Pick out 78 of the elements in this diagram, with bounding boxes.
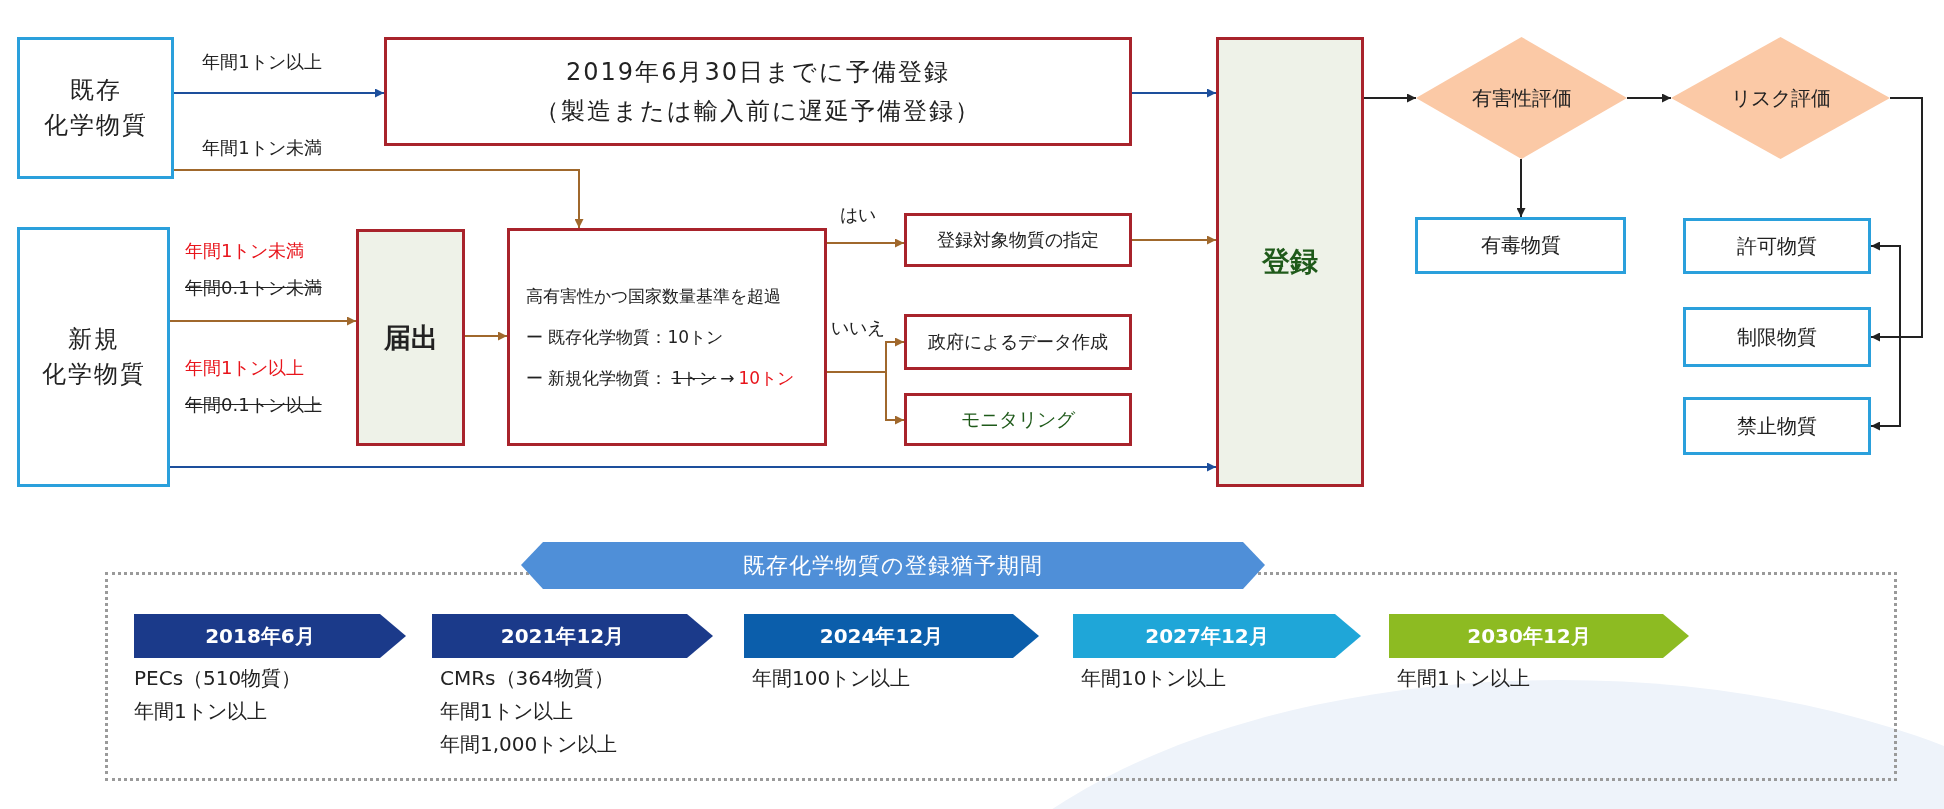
criteria-text: → <box>720 367 735 388</box>
arrow <box>1870 97 1923 431</box>
threshold-text: 年間1トン以上 <box>1397 665 1530 692</box>
process-box <box>904 213 1132 267</box>
criteria-text: 10トン <box>738 366 795 390</box>
arrow <box>173 88 385 98</box>
date-label: 2018年6月 <box>205 622 315 650</box>
date-label: 2027年12月 <box>1145 622 1269 650</box>
date-banner <box>1389 614 1689 658</box>
box-label: （製造または輸入前に遅延予備登録） <box>535 95 981 127</box>
arrow <box>173 169 584 229</box>
threshold-label: 年間1トン以上 <box>184 358 306 378</box>
process-box <box>904 393 1132 446</box>
box-label: 2019年6月30日までに予備登録 <box>566 57 950 89</box>
date-banner <box>1073 614 1361 658</box>
process-box <box>356 229 465 446</box>
box-label: 許可物質 <box>1737 232 1817 260</box>
edge-label: 年間1トン以上 <box>200 52 324 72</box>
diamond-label: リスク評価 <box>1730 84 1831 112</box>
box-label: 化学物質 <box>41 359 146 390</box>
date-banner <box>744 614 1039 658</box>
arrow <box>169 316 357 326</box>
box-label: 化学物質 <box>43 110 148 141</box>
diamond-label: 有害性評価 <box>1471 84 1572 112</box>
date-label: 2030年12月 <box>1467 622 1591 650</box>
criteria-text: 高有害性かつ国家数量基準を超過 <box>526 284 781 308</box>
box-label: 禁止物質 <box>1737 412 1817 440</box>
substance-box <box>1683 307 1871 367</box>
date-label: 2024年12月 <box>819 622 944 650</box>
threshold-text: 年間1,000トン以上 <box>440 731 618 758</box>
arrow <box>169 462 1217 472</box>
threshold-text: 年間1トン以上 <box>134 698 267 725</box>
substance-box <box>17 37 174 179</box>
threshold-text: 年間1トン以上 <box>440 698 573 725</box>
date-banner <box>432 614 713 658</box>
box-label: 新規 <box>67 324 120 356</box>
box-label: 届出 <box>383 320 438 355</box>
date-label: 2021年12月 <box>500 622 625 650</box>
box-label: モニタリング <box>961 406 1075 432</box>
box-label: 登録 <box>1262 243 1318 280</box>
decision-diamond <box>1671 37 1890 159</box>
edge-label: 年間1トン未満 <box>200 138 324 158</box>
box-label: 政府によるデータ作成 <box>928 329 1108 354</box>
process-box <box>904 314 1132 370</box>
threshold-label: 年間1トン未満 <box>184 241 306 261</box>
threshold-text: CMRs（364物質） <box>440 665 614 692</box>
box-label: 制限物質 <box>1737 323 1817 351</box>
arrow <box>1626 93 1672 103</box>
edge-label: いいえ <box>829 318 887 338</box>
threshold-text: 年間10トン以上 <box>1081 665 1227 692</box>
substance-box <box>1683 397 1871 455</box>
banner-title: 既存化学物質の登録猶予期間 <box>743 551 1043 580</box>
box-label: 既存 <box>69 75 122 107</box>
arrow <box>1131 235 1217 245</box>
threshold-text: 年間100トン以上 <box>752 665 911 692</box>
threshold-label: 年間0.1トン未満 <box>184 278 323 298</box>
arrow <box>1516 158 1526 218</box>
decision-diamond <box>1416 37 1627 159</box>
criteria-text: ー 新規化学物質： <box>526 366 668 390</box>
substance-box <box>17 227 170 487</box>
process-box <box>1216 37 1364 487</box>
arrow <box>1363 93 1417 103</box>
arrow <box>1131 88 1217 98</box>
threshold-text: PECs（510物質） <box>134 665 302 692</box>
edge-label: はい <box>838 205 878 225</box>
threshold-label: 年間0.1トン以上 <box>184 395 323 415</box>
date-banner <box>134 614 406 658</box>
box-label: 登録対象物質の指定 <box>937 227 1099 252</box>
arrow <box>826 238 905 248</box>
criteria-text: 1トン <box>671 366 717 390</box>
box-label: 有毒物質 <box>1480 232 1561 259</box>
arrow <box>464 331 508 341</box>
process-box <box>507 228 827 446</box>
substance-box <box>1415 217 1626 274</box>
process-box <box>384 37 1132 146</box>
criteria-text: ー 既存化学物質：10トン <box>526 325 724 349</box>
substance-box <box>1683 218 1871 274</box>
arrow <box>826 371 905 425</box>
